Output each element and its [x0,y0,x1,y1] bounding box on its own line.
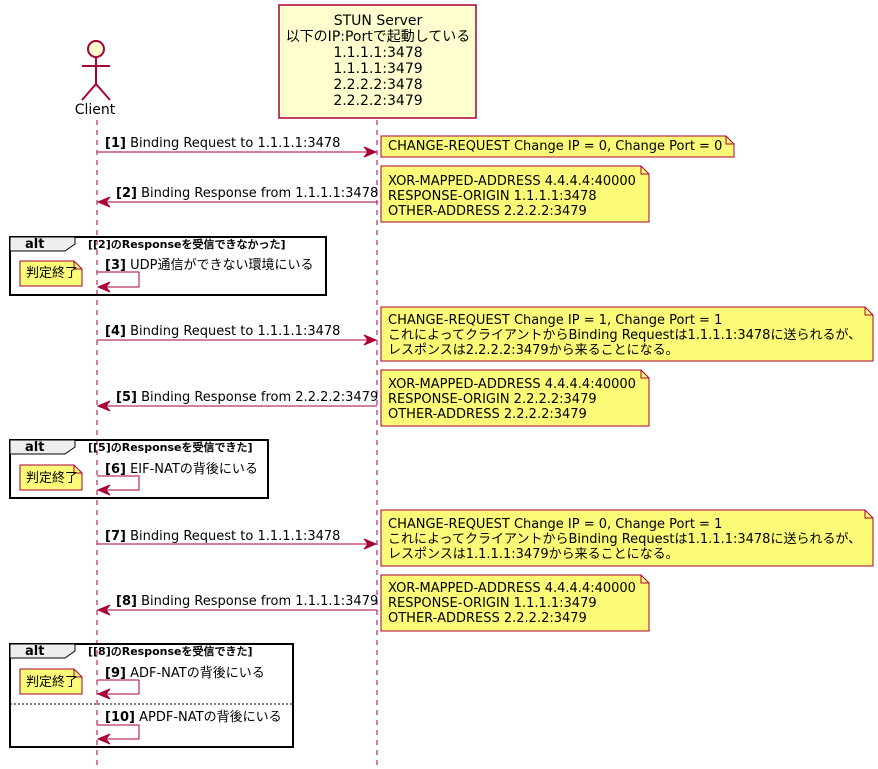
note-4: XOR-MAPPED-ADDRESS 4.4.4.4:40000 RESPONS… [380,369,650,427]
message-label: [4] Binding Request to 1.1.1.1:3478 [105,324,340,339]
message-label: [2] Binding Response from 1.1.1.1:3478 [116,186,378,201]
svg-text:これによってクライアントからBinding Requestは: これによってクライアントからBinding Requestは1.1.1.1:34… [388,328,861,343]
message-label: [5] Binding Response from 2.2.2.2:3479 [116,390,378,405]
svg-text:CHANGE-REQUEST Change IP = 0,: CHANGE-REQUEST Change IP = 0, Change Por… [388,517,722,532]
arrowhead-left [96,196,111,208]
note-2: XOR-MAPPED-ADDRESS 4.4.4.4:40000 RESPONS… [380,165,650,223]
svg-text:OTHER-ADDRESS 2.2.2.2:3479: OTHER-ADDRESS 2.2.2.2:3479 [388,407,587,422]
message-8: [8] Binding Response from 1.1.1.1:3479 [96,594,378,616]
message-label: [8] Binding Response from 1.1.1.1:3479 [116,594,378,609]
svg-text:CHANGE-REQUEST Change IP = 1,: CHANGE-REQUEST Change IP = 1, Change Por… [388,313,722,328]
message-3: [3] UDP通信ができない環境にいる [105,258,313,273]
server-title: STUN Server [334,13,423,29]
stun-server-participant: STUN Server 以下のIP:Portで起動している 1.1.1.1:34… [278,4,477,119]
alt-note [19,260,83,287]
alt-note [19,464,83,491]
svg-text:レスポンスは2.2.2.2:3479から来ることになる。: レスポンスは2.2.2.2:3479から来ることになる。 [388,343,679,358]
server-address-2: 1.1.1.1:3479 [333,61,422,77]
message-2: [2] Binding Response from 1.1.1.1:3478 [96,186,378,208]
alt-condition: [[8]のResponseを受信できた] [88,644,253,658]
note-1: CHANGE-REQUEST Change IP = 0, Change Por… [380,135,735,158]
svg-text:RESPONSE-ORIGIN 1.1.1.1:3479: RESPONSE-ORIGIN 1.1.1.1:3479 [388,596,597,611]
message-10: [10] APDF-NATの背後にいる [105,710,282,725]
svg-text:判定終了: 判定終了 [26,265,78,281]
svg-text:CHANGE-REQUEST Change IP = 0,: CHANGE-REQUEST Change IP = 0, Change Por… [388,139,722,154]
alt-keyword: alt [25,237,44,252]
server-address-3: 2.2.2.2:3478 [333,77,422,93]
actor-head [87,40,105,58]
message-4: [4] Binding Request to 1.1.1.1:3478 [97,324,378,346]
message-label: [7] Binding Request to 1.1.1.1:3478 [105,529,340,544]
svg-text:XOR-MAPPED-ADDRESS 4.4.4.4:400: XOR-MAPPED-ADDRESS 4.4.4.4:40000 [388,377,636,392]
message-1: [1] Binding Request to 1.1.1.1:3478 [97,136,378,158]
alt-condition: [[2]のResponseを受信できなかった] [88,237,286,251]
alt-block-3: alt [[8]のResponseを受信できた] 判定終了 [9] ADF-NA… [9,643,294,748]
svg-text:RESPONSE-ORIGIN 1.1.1.1:3478: RESPONSE-ORIGIN 1.1.1.1:3478 [388,189,597,204]
self-arrow [97,679,140,695]
note-6: XOR-MAPPED-ADDRESS 4.4.4.4:40000 RESPONS… [380,574,650,632]
svg-text:OTHER-ADDRESS 2.2.2.2:3479: OTHER-ADDRESS 2.2.2.2:3479 [388,204,587,219]
server-box [278,4,477,119]
alt-condition: [[5]のResponseを受信できた] [88,440,253,454]
server-address-4: 2.2.2.2:3479 [333,93,422,109]
self-arrow [97,475,140,491]
arrowhead-right [363,146,378,158]
server-address-1: 1.1.1.1:3478 [333,45,422,61]
svg-text:OTHER-ADDRESS 2.2.2.2:3479: OTHER-ADDRESS 2.2.2.2:3479 [388,611,587,626]
svg-text:判定終了: 判定終了 [26,674,78,690]
client-actor: Client [75,40,116,118]
svg-text:XOR-MAPPED-ADDRESS 4.4.4.4:400: XOR-MAPPED-ADDRESS 4.4.4.4:40000 [388,174,636,189]
svg-text:これによってクライアントからBinding Requestは: これによってクライアントからBinding Requestは1.1.1.1:34… [388,532,861,547]
alt-block-1: alt [[2]のResponseを受信できなかった] 判定終了 [3] UDP… [9,236,327,296]
note-5: CHANGE-REQUEST Change IP = 0, Change Por… [380,509,874,567]
message-5: [5] Binding Response from 2.2.2.2:3479 [96,390,378,412]
svg-text:RESPONSE-ORIGIN 2.2.2.2:3479: RESPONSE-ORIGIN 2.2.2.2:3479 [388,392,597,407]
message-6: [6] EIF-NATの背後にいる [105,462,258,477]
alt-keyword: alt [25,644,44,659]
client-label: Client [75,102,116,118]
self-arrow [97,271,140,288]
actor-legs [81,82,111,101]
message-label: [1] Binding Request to 1.1.1.1:3478 [105,136,340,151]
message-9: [9] ADF-NATの背後にいる [105,666,265,681]
note-3: CHANGE-REQUEST Change IP = 1, Change Por… [380,306,874,362]
message-7: [7] Binding Request to 1.1.1.1:3478 [97,529,378,550]
svg-text:XOR-MAPPED-ADDRESS 4.4.4.4:400: XOR-MAPPED-ADDRESS 4.4.4.4:40000 [388,581,636,596]
alt-keyword: alt [25,440,44,455]
svg-text:レスポンスは1.1.1.1:3479から来ることになる。: レスポンスは1.1.1.1:3479から来ることになる。 [388,547,679,562]
alt-note [19,668,83,695]
svg-text:判定終了: 判定終了 [26,470,78,486]
alt-block-2: alt [[5]のResponseを受信できた] 判定終了 [6] EIF-NA… [9,439,269,499]
self-arrow [97,724,140,740]
server-subtitle: 以下のIP:Portで起動している [286,29,471,45]
